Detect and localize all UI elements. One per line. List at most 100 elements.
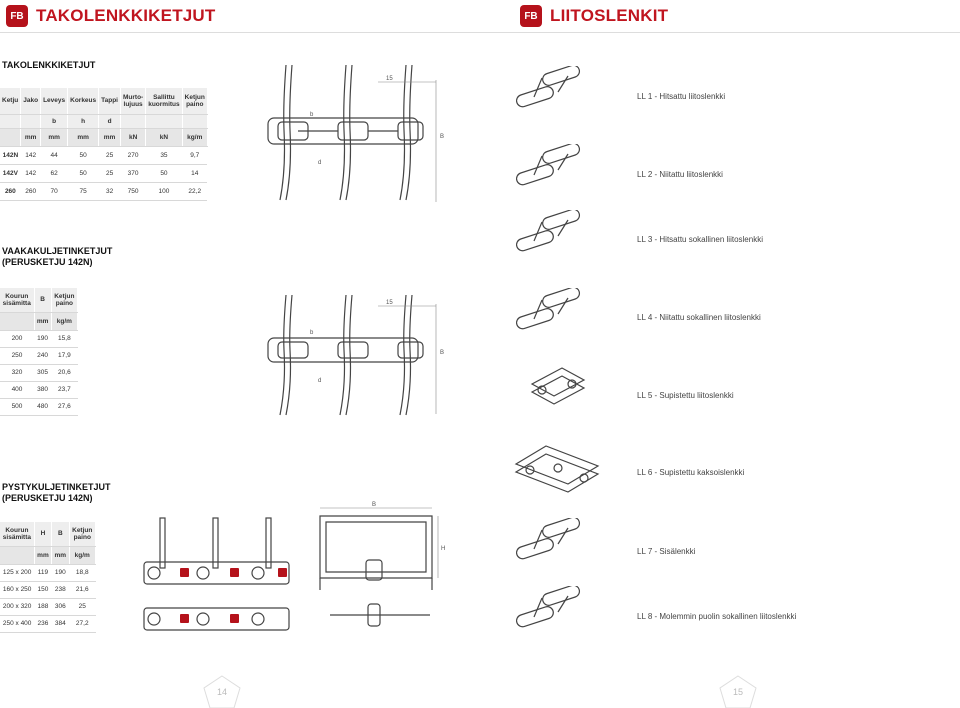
unit-7: kg/m <box>182 128 208 147</box>
cell: 380 <box>34 381 52 399</box>
unit-2: mm <box>51 546 70 565</box>
cell: 25 <box>98 164 121 183</box>
dim-b-small-label: b <box>310 330 314 336</box>
dim-b-label: B <box>440 134 444 140</box>
cell: 75 <box>67 182 99 201</box>
chain-drawing-top: 15 B b d <box>267 64 444 202</box>
cell: 500 <box>0 398 34 416</box>
table-row: 142N 142 44 50 25 270 35 9,7 <box>0 146 208 165</box>
cell: 150 <box>34 581 52 599</box>
col-leveys: Leveys <box>40 88 69 115</box>
cell: 384 <box>51 615 69 633</box>
sub-3: h <box>67 114 100 129</box>
link-ll4-icon <box>515 288 581 330</box>
link-ll5-icon <box>530 367 586 405</box>
vertical-chain-end-view: B H <box>319 502 445 627</box>
col-paino: Ketjun paino <box>69 522 96 547</box>
sub-2: b <box>40 114 69 129</box>
cell: 20,6 <box>51 364 78 382</box>
cell: 142V <box>0 164 21 183</box>
fb-logo: FB <box>520 5 542 27</box>
sub-7 <box>182 114 208 129</box>
unit-3: mm <box>67 128 100 147</box>
cell: 14 <box>182 164 208 183</box>
cell: 27,6 <box>51 398 78 416</box>
cell: 62 <box>40 164 68 183</box>
chain-spec-table: Ketju Jako Leveys Korkeus Tappi Murto- l… <box>0 88 208 201</box>
unit-2: kg/m <box>51 312 79 331</box>
unit-6: kN <box>145 128 183 147</box>
cell: 236 <box>34 615 52 633</box>
sub-0 <box>0 114 22 129</box>
cell: 50 <box>145 164 183 183</box>
section-title-vaaka: VAAKAKULJETINKETJUT (PERUSKETJU 142N) <box>2 246 113 267</box>
left-header: FB TAKOLENKKIKETJUT <box>0 0 480 33</box>
link-ll3-icon <box>515 210 581 252</box>
cell: 44 <box>40 146 68 165</box>
link-ll1-icon <box>515 66 581 108</box>
cell: 250 x 400 <box>0 615 35 633</box>
cell: 320 <box>0 364 34 382</box>
dim-b-label: B <box>372 502 376 508</box>
col-kourun: Kourun sisämitta <box>0 288 35 313</box>
link-label-ll5: LL 5 - Supistettu liitoslenkki <box>637 391 734 400</box>
cell: 190 <box>34 330 52 348</box>
sub-5 <box>120 114 147 129</box>
cell: 15,8 <box>51 330 78 348</box>
cell: 50 <box>67 164 99 183</box>
cell: 160 x 250 <box>0 581 35 599</box>
col-jako: Jako <box>20 88 42 115</box>
dim-h-label: H <box>441 546 445 552</box>
page-title-right: LIITOSLENKIT <box>550 6 669 25</box>
link-label-ll7: LL 7 - Sisälenkki <box>637 547 696 556</box>
cell: 21,6 <box>69 581 96 599</box>
vertical-conveyor-table: Kourun sisämitta H B Ketjun paino mm mm … <box>0 522 96 633</box>
unit-3: kg/m <box>69 546 96 565</box>
fb-logo: FB <box>6 5 28 27</box>
sub-1 <box>20 114 42 129</box>
sub-6 <box>145 114 183 129</box>
link-label-ll6: LL 6 - Supistettu kaksoislenkki <box>637 468 745 477</box>
cell: 18,8 <box>69 564 96 582</box>
page-number-right: 15 <box>732 687 743 697</box>
cell: 305 <box>34 364 52 382</box>
cell: 480 <box>34 398 52 416</box>
col-paino: Ketjun paino <box>182 88 208 115</box>
table-row: 142V 142 62 50 25 370 50 14 <box>0 164 208 183</box>
link-label-ll4: LL 4 - Niitattu sokallinen liitoslenkki <box>637 313 761 322</box>
cell: 22,2 <box>182 182 208 201</box>
link-ll6-icon <box>514 445 600 493</box>
unit-2: mm <box>40 128 69 147</box>
cell: 27,2 <box>69 615 96 633</box>
unit-1: mm <box>20 128 42 147</box>
page-title-left: TAKOLENKKIKETJUT <box>36 6 216 25</box>
section-title-pysty: PYSTYKULJETINKETJUT (PERUSKETJU 142N) <box>2 482 111 503</box>
dim-d-label: d <box>318 160 321 166</box>
unit-1: mm <box>34 312 52 331</box>
right-header: FB LIITOSLENKIT <box>480 0 960 33</box>
col-h: H <box>34 522 53 547</box>
cell: 142 <box>20 146 41 165</box>
cell: 750 <box>120 182 146 201</box>
link-label-ll1: LL 1 - Hitsattu liitoslenkki <box>637 92 726 101</box>
cell: 306 <box>51 598 69 616</box>
dim-15-label: 15 <box>386 300 393 306</box>
col-sallittu: Sallittu kuormitus <box>145 88 183 115</box>
chain-drawing-middle: 15 B b d <box>267 294 444 416</box>
cell: 100 <box>145 182 183 201</box>
dim-b-small-label: b <box>310 112 314 118</box>
link-label-ll8: LL 8 - Molemmin puolin sokallinen liitos… <box>637 612 797 621</box>
dim-15-label: 15 <box>386 76 393 82</box>
col-b: B <box>34 288 52 313</box>
link-ll7-icon <box>515 518 581 560</box>
cell: 119 <box>34 564 52 582</box>
